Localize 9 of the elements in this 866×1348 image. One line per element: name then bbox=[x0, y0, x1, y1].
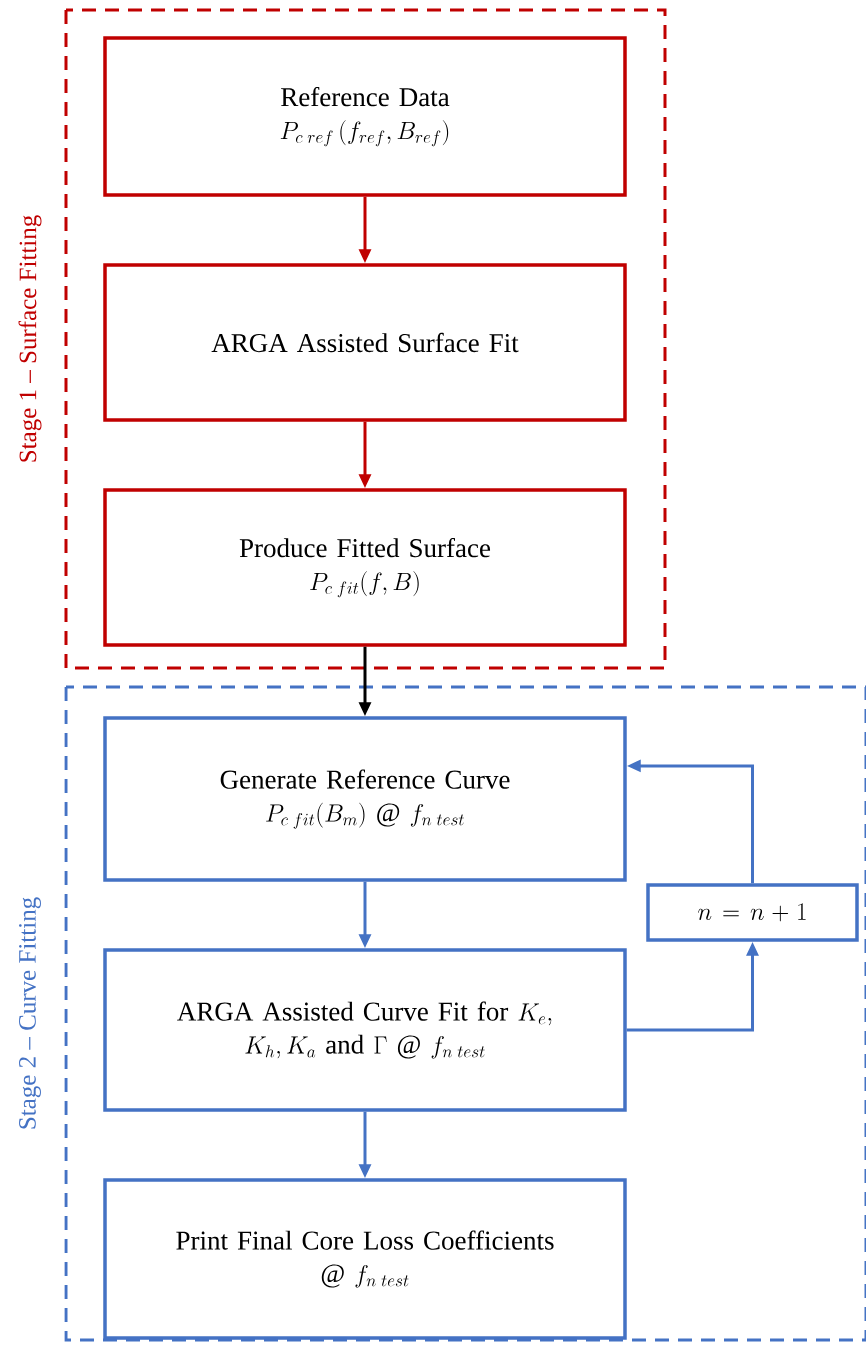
process-box: Produce Fitted Surface $P_{c\;fit}(f, B)$ bbox=[103, 488, 627, 647]
process-box: Generate Reference Curve $P_{c\;fit}(B_{m})\text{ @ }f_{n\;test}$ bbox=[103, 716, 627, 882]
node-label: Stage 2 – Curve Fitting bbox=[19, 897, 41, 1129]
process-box: ARGA Assisted Surface Fit bbox=[103, 263, 627, 422]
counter-box: $n = n + 1$ bbox=[646, 883, 859, 942]
process-box: Print Final Core Loss Coefficients $\text{@ }f_{n\;test}$ bbox=[103, 1178, 627, 1340]
process-box: $\text{ARGA Assisted Curve Fit for }K_{e},\allowbreak\ K_{h}, K_{a}\text{ and }\Gamma\text{ @ }f_{n\;test}$ bbox=[103, 948, 627, 1112]
node-label: Stage 1 – Surface Fitting bbox=[18, 215, 42, 462]
process-box: Reference Data $P_{c\;ref}\left(f_{ref}, B_{ref}\right)$ bbox=[103, 36, 627, 197]
